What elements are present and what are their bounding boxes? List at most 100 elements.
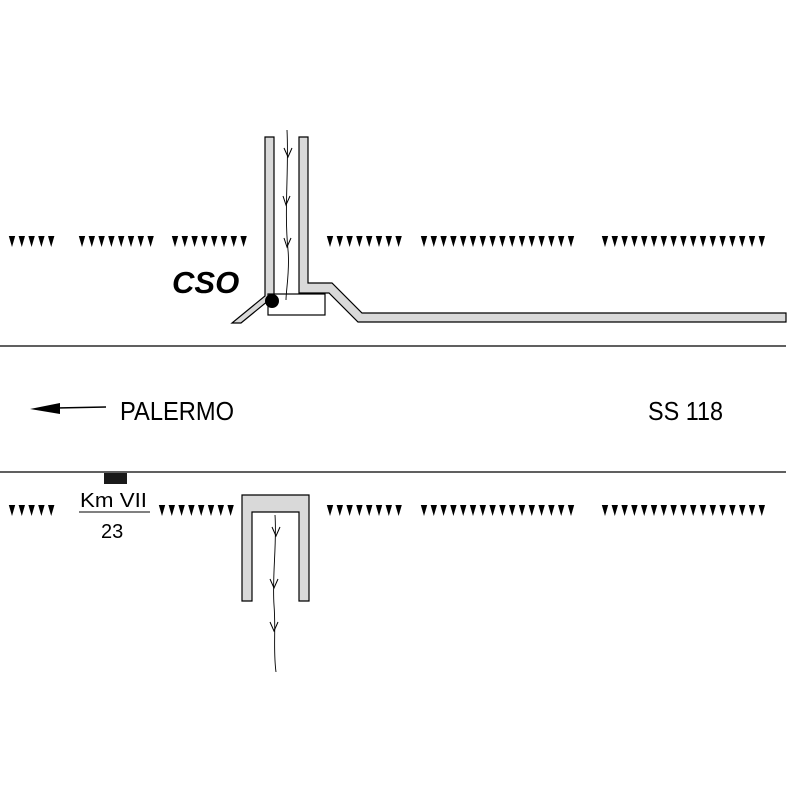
slope-tick [631,236,638,247]
slope-tick [528,505,535,516]
slope-tick [670,505,677,516]
slope-tick [48,236,55,247]
slope-tick [611,505,618,516]
slope-tick [430,505,437,516]
slope-tick [650,236,658,247]
slope-tick [748,236,756,247]
slope-tick [680,236,687,247]
slope-tick [211,236,218,247]
slope-tick [336,236,343,247]
slope-tick [220,236,228,247]
upper-channel-left-wall [230,136,275,324]
slope-tick [690,236,697,247]
slope-tick [48,505,55,516]
slope-tick [420,236,428,247]
slope-tick [499,236,506,247]
slope-tick [528,236,535,247]
slope-tick [240,236,247,247]
slope-tick [739,505,746,516]
slope-tick [147,236,154,247]
slope-tick [385,505,392,516]
slope-tick [641,505,648,516]
slope-tick [227,505,234,516]
slope-tick [621,505,628,516]
slope-tick [650,505,658,516]
slope-tick [395,236,402,247]
slope-tick [479,505,486,516]
slope-tick [385,236,392,247]
slope-tick [601,505,609,516]
slope-tick [230,236,237,247]
slope-tick [440,236,447,247]
slope-tick [567,236,575,247]
slope-tick [171,236,179,247]
road-label: SS 118 [648,396,723,426]
slope-tick [450,236,457,247]
slope-tick [460,505,467,516]
slope-tick [479,236,486,247]
slope-tick [366,236,373,247]
slope-tick [201,236,208,247]
lower-embankment-ticks [8,505,765,516]
slope-tick [460,236,467,247]
slope-tick [28,505,35,516]
slope-tick [748,505,756,516]
slope-tick [631,505,638,516]
slope-tick [719,236,726,247]
slope-tick [356,505,363,516]
slope-tick [346,236,353,247]
slope-tick [469,505,477,516]
milestone-marker-icon [104,473,127,484]
milestone-top-label: Km VII [80,490,147,512]
slope-tick [518,236,526,247]
slope-tick [660,236,667,247]
lower-flow-line [273,514,277,673]
direction-label: PALERMO [120,396,234,426]
slope-tick [680,505,687,516]
slope-tick [670,236,677,247]
slope-tick [758,505,765,516]
slope-tick [469,236,477,247]
slope-tick [690,505,697,516]
upper-embankment-ticks [8,236,765,247]
upper-channel-right-wall [298,136,787,323]
slope-tick [18,505,25,516]
slope-tick [699,236,707,247]
slope-tick [729,505,736,516]
slope-tick [450,505,457,516]
slope-tick [489,505,496,516]
arrow-left-icon [30,403,107,414]
slope-tick [198,505,205,516]
slope-tick [420,505,428,516]
slope-tick [729,236,736,247]
slope-tick [207,505,215,516]
slope-tick [621,236,628,247]
slope-tick [558,505,565,516]
slope-tick [181,236,188,247]
upper-inflow-channel [230,136,787,324]
chevron-down-icon [282,147,293,249]
slope-tick [660,505,667,516]
slope-tick [518,505,526,516]
slope-tick [509,236,516,247]
slope-tick [558,236,565,247]
slope-tick [430,236,437,247]
slope-tick [709,505,716,516]
slope-tick [118,236,125,247]
slope-tick [375,505,383,516]
slope-tick [538,236,545,247]
slope-tick [699,505,707,516]
slope-tick [641,236,648,247]
slope-tick [188,505,195,516]
slope-tick [78,236,86,247]
slope-tick [28,236,35,247]
slope-tick [509,505,516,516]
slope-tick [395,505,402,516]
milestone-bottom-label: 23 [101,521,123,543]
slope-tick [8,236,16,247]
slope-tick [18,236,25,247]
slope-tick [538,505,545,516]
slope-tick [611,236,618,247]
slope-tick [567,505,575,516]
slope-tick [326,505,334,516]
